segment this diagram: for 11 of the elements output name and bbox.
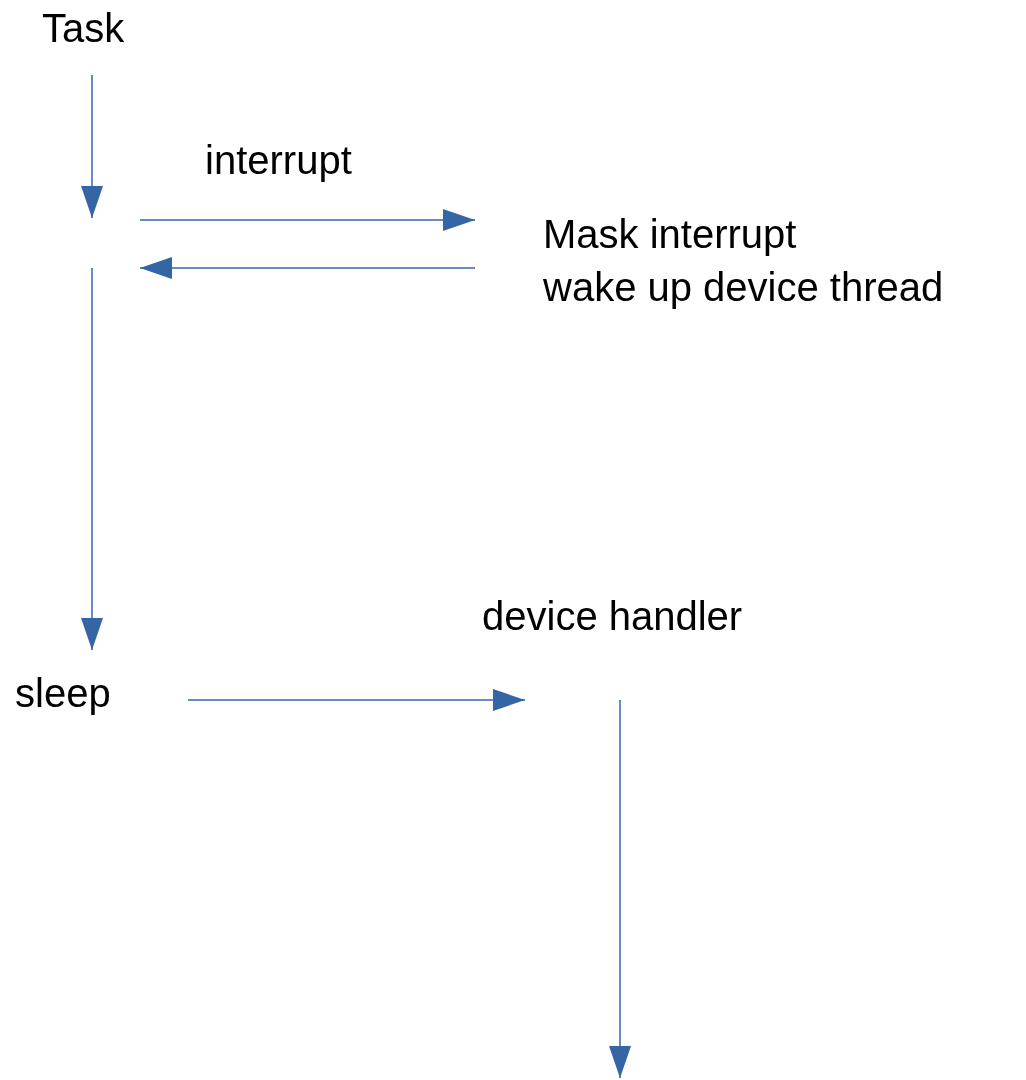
arrow bbox=[609, 699, 631, 1079]
arrow bbox=[81, 267, 103, 651]
arrow bbox=[187, 689, 526, 711]
node-text: sleep bbox=[15, 670, 111, 717]
node-text: Task bbox=[42, 5, 125, 52]
node-text: wake up device thread bbox=[543, 264, 944, 311]
node-text: Mask interrupt bbox=[543, 211, 797, 258]
arrow bbox=[139, 257, 476, 279]
node-text: device handler bbox=[482, 593, 743, 640]
arrow bbox=[81, 74, 103, 219]
arrow bbox=[139, 209, 476, 231]
